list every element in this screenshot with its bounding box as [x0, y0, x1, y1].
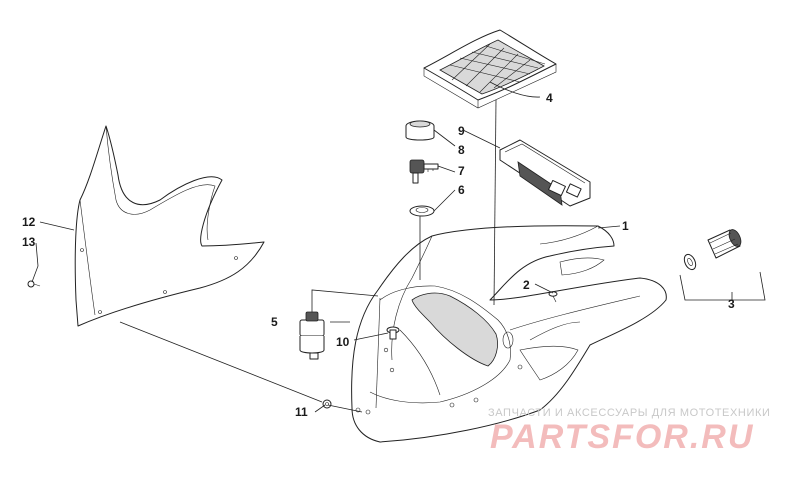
ring-part: [409, 205, 435, 217]
callout-1: 1: [622, 219, 629, 233]
screw-part-10: [386, 326, 400, 340]
storage-net-part: [423, 29, 557, 109]
screw-part-2: [548, 291, 558, 303]
watermark-logo: PARTSFOR.RU: [490, 418, 755, 456]
callout-8: 8: [458, 143, 465, 157]
callout-5: 5: [271, 315, 278, 329]
front-fairing-part: [351, 225, 667, 443]
screw-part-13: [27, 280, 41, 288]
callout-2: 2: [523, 278, 530, 292]
callout-9: 9: [458, 124, 465, 138]
cap-part: [405, 120, 435, 141]
switch-part: [299, 311, 325, 360]
module-part: [499, 139, 591, 207]
windshield-part: [74, 125, 265, 327]
socket-part: [683, 229, 742, 271]
watermark-caption: ЗАПЧАСТИ И АКСЕССУАРЫ ДЛЯ МОТОТЕХНИКИ: [488, 407, 771, 419]
callout-3: 3: [728, 297, 735, 311]
nut-part-11: [322, 399, 332, 409]
callout-12: 12: [22, 215, 36, 229]
callout-10: 10: [336, 335, 350, 349]
callout-13: 13: [22, 235, 36, 249]
callout-11: 11: [295, 405, 308, 419]
callout-labels: 1 2 3 4 5 6 7 8 9 10 11 12 13: [22, 91, 735, 419]
key-part: [409, 159, 439, 184]
callout-4: 4: [546, 91, 553, 105]
leader-lines: [31, 81, 766, 413]
callout-7: 7: [458, 164, 465, 178]
callout-6: 6: [458, 183, 465, 197]
